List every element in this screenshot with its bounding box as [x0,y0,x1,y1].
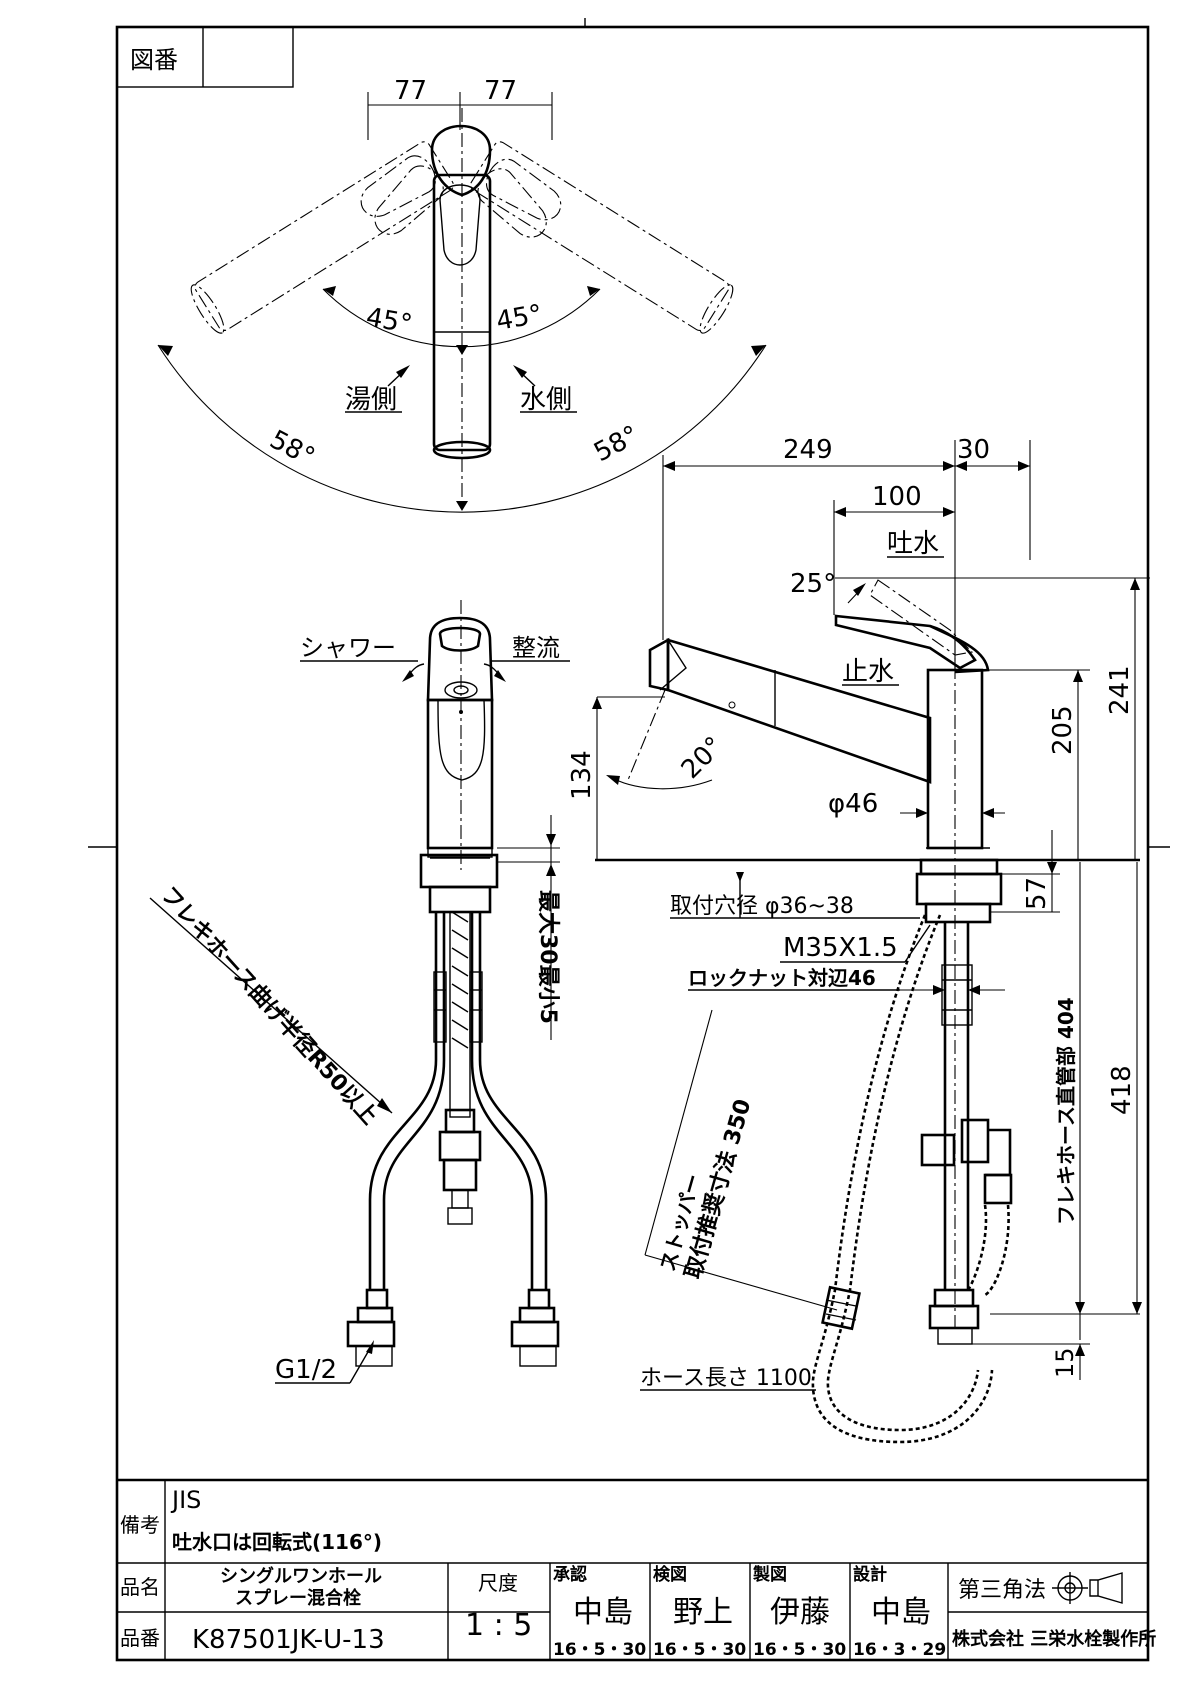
title-block: 備考 JIS 吐水口は回転式(116°) 品名 シングルワンホール スプレー混合… [117,1478,1156,1660]
product-name-line1: シングルワンホール [220,1565,382,1587]
label-shower: シャワー [300,634,396,662]
drawing-number-box: 図番 [116,26,294,88]
angle-lever-25: 25° [790,569,836,599]
scale-value: 1 : 5 [465,1608,532,1643]
label-thread-g12: G1/2 [275,1355,337,1385]
check-name: 野上 [673,1595,733,1630]
design-name: 中島 [871,1595,931,1630]
front-view: シャワー 整流 最大30最小5 [149,600,570,1385]
dim-77-left: 77 [394,76,427,106]
projection-label: 第三角法 [958,1578,1046,1603]
approval-date: 16・5・30 [553,1640,646,1660]
product-name-label: 品名 [120,1575,160,1599]
design-date: 16・3・29 [853,1640,946,1660]
label-cold-side: 水側 [520,385,572,415]
approval-name: 中島 [573,1595,633,1630]
label-counter-thickness: 最大30最小5 [535,890,560,1024]
check-date: 16・5・30 [653,1640,746,1660]
label-flex-straight-404: フレキホース直管部 404 [1054,997,1078,1225]
label-hose-length: ホース長さ 1100 [640,1366,812,1391]
dim-57: 57 [1022,877,1052,910]
label-thread-m35: M35X1.5 [783,933,898,963]
angle-58-right: 58° [589,420,644,468]
label-locknut: ロックナット対辺46 [688,966,876,990]
dim-15: 15 [1051,1347,1079,1378]
angle-head-20: 20° [676,731,730,785]
top-view: 77 77 45° 45° [157,76,767,513]
label-mount-hole: 取付穴径 φ36~38 [670,894,854,919]
scale-label: 尺度 [478,1571,518,1595]
dim-134: 134 [567,750,597,800]
dim-249: 249 [783,435,833,465]
label-straight-flow: 整流 [512,634,560,662]
drawing-number-label: 図番 [130,46,178,74]
dim-100: 100 [872,482,922,512]
drawing-border [115,25,1150,1662]
dim-205: 205 [1048,705,1078,755]
label-spout-water: 吐水 [887,529,939,559]
angle-45-left: 45° [364,302,415,340]
label-stop-water: 止水 [842,657,894,687]
dim-418: 418 [1107,1065,1137,1115]
remarks-rotating-spout: 吐水口は回転式(116°) [172,1530,382,1554]
angle-58-left: 58° [265,425,320,473]
draft-label: 製図 [752,1564,787,1585]
dim-phi46: φ46 [828,789,878,819]
dim-77-right: 77 [484,76,517,106]
dim-30: 30 [957,435,990,465]
product-number: K87501JK-U-13 [192,1625,385,1655]
check-label: 検図 [653,1564,687,1585]
draft-date: 16・5・30 [753,1640,846,1660]
remarks-label: 備考 [120,1513,160,1537]
side-view: 249 30 100 吐水 25° 止水 134 [567,435,1150,1444]
label-flex-bend-radius: フレキホース曲げ半径R50以上 [156,882,383,1130]
product-name-line2: スプレー混合栓 [235,1587,361,1609]
draft-name: 伊藤 [770,1595,830,1630]
design-label: 設計 [853,1564,887,1585]
product-number-label: 品番 [120,1626,160,1650]
dim-241: 241 [1105,665,1135,715]
third-angle-projection-icon [1052,1572,1123,1604]
company-name: 株式会社 三栄水栓製作所 [952,1628,1156,1650]
label-hot-side: 湯側 [345,385,397,415]
approval-label: 承認 [553,1564,587,1585]
remarks-jis: JIS [170,1486,201,1514]
